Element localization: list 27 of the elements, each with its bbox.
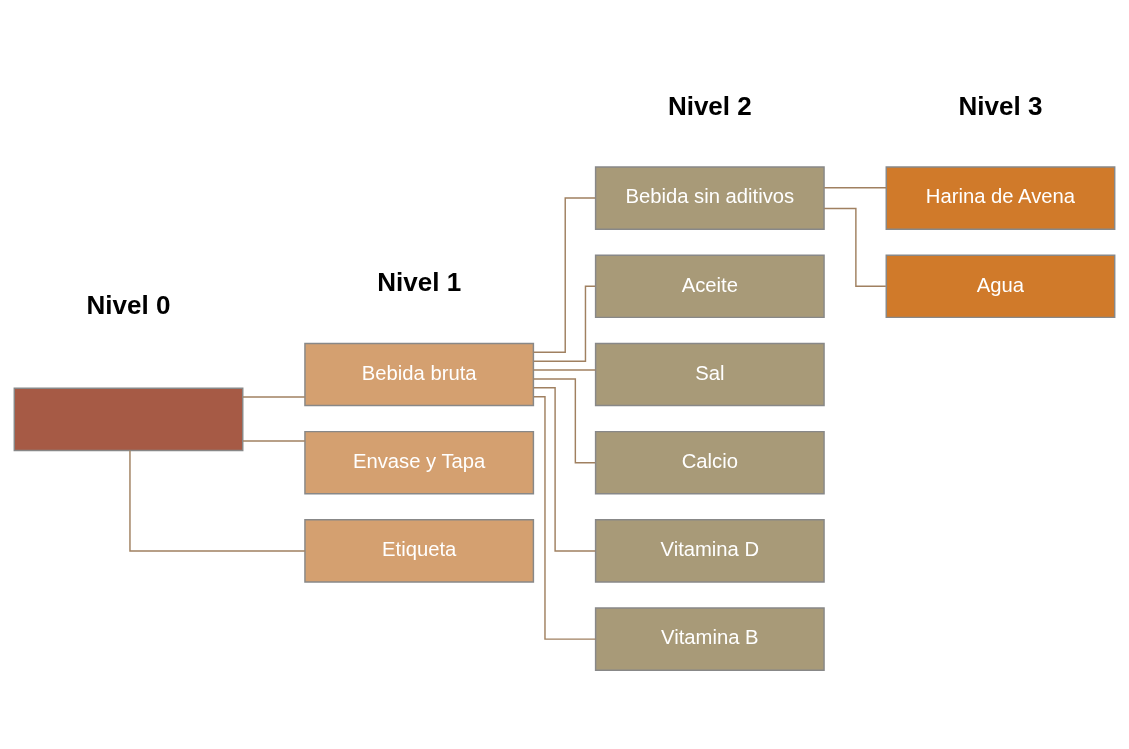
connector	[532, 197, 596, 353]
node-box: Vitamina B	[594, 607, 825, 671]
node-box: Agua	[885, 254, 1116, 319]
node-box	[13, 387, 244, 452]
node-box: Aceite	[594, 254, 825, 319]
node-box: Bebida sin aditivos	[594, 166, 825, 230]
node-box: Etiqueta	[304, 519, 535, 583]
connector	[242, 396, 306, 398]
connector	[532, 378, 596, 464]
connector	[533, 396, 597, 640]
node-box: Sal	[594, 342, 825, 407]
node-box: Calcio	[594, 430, 825, 495]
connector	[823, 207, 887, 287]
connector	[532, 369, 597, 371]
connector	[533, 387, 597, 552]
label: Nivel 0	[86, 290, 171, 321]
label: Nivel 2	[667, 90, 752, 121]
connector	[242, 440, 306, 442]
node-box: Vitamina D	[594, 519, 825, 583]
node-box: Envase y Tapa	[304, 430, 535, 495]
connector	[823, 187, 887, 189]
connector	[129, 449, 306, 552]
connector	[533, 285, 596, 362]
label: Nivel 3	[958, 90, 1043, 121]
label: Nivel 1	[377, 267, 462, 298]
node-box: Harina de Avena	[885, 166, 1116, 230]
node-box: Bebida bruta	[304, 342, 535, 407]
